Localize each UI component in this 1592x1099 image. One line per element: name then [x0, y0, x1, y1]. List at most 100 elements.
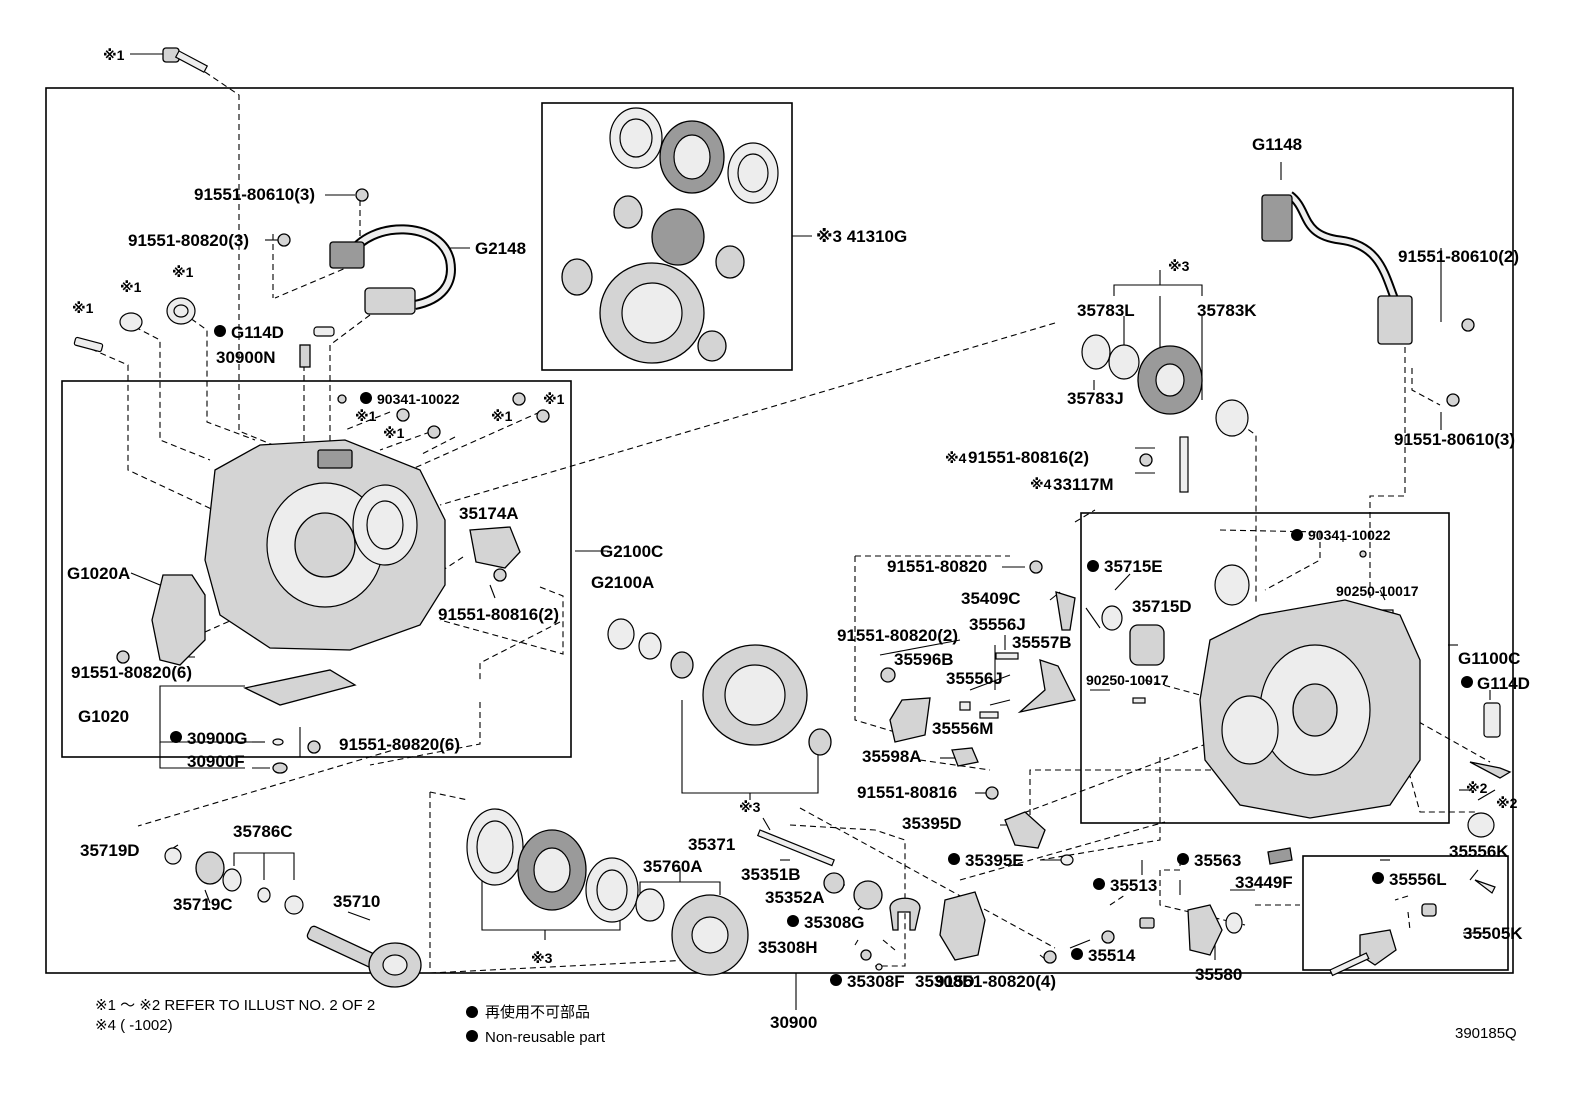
bolt-ref2-a [1469, 761, 1512, 779]
bearing-35783K [1215, 399, 1249, 437]
label-35556K: 35556K [1449, 842, 1509, 861]
label-30900G: 30900G [187, 729, 248, 748]
label-ref3-bottom: ※3 [531, 950, 553, 966]
label-kit-41310G: ※3 41310G [816, 227, 907, 246]
label-91551-80820-6-b: 91551-80820(6) [339, 735, 460, 754]
bullet-90341-right [1291, 529, 1303, 541]
pump-35580 [1187, 904, 1223, 956]
footer-notes: ※1 ～ ※2 REFER TO ILLUST NO. 2 OF 2 ※4 ( … [95, 997, 1517, 1046]
label-35786C: 35786C [233, 822, 293, 841]
label-ref1-top: ※1 [103, 47, 125, 63]
label-30900F: 30900F [187, 752, 245, 771]
bullet-35308F [830, 974, 842, 986]
gear-35715D [1129, 624, 1165, 666]
label-35580: 35580 [1195, 965, 1242, 984]
bullet-30900G [170, 731, 182, 743]
label-35557B: 35557B [1012, 633, 1072, 652]
bolt-ref1-a [73, 336, 104, 353]
bullet-35556L [1372, 872, 1384, 884]
washer-35786C-a [222, 868, 242, 892]
bracket-G1020 [243, 669, 357, 706]
ring-G2100A [607, 618, 635, 650]
label-91551-80610-3-right: 91551-80610(3) [1394, 430, 1515, 449]
plug-35514 [1101, 930, 1115, 944]
bullet-35514 [1071, 948, 1083, 960]
label-ref1-b: ※1 [120, 279, 142, 295]
label-33449F: 33449F [1235, 873, 1293, 892]
ring-35715E [1101, 605, 1123, 631]
label-91551-80820-mid: 91551-80820 [887, 557, 987, 576]
label-90250-10017-b: 90250-10017 [1086, 672, 1169, 688]
washer-35786C-c [284, 895, 304, 915]
gear-35351B [823, 872, 845, 894]
transaxle-housing-left [204, 439, 446, 651]
clip-35308G [889, 897, 921, 931]
bullet-35563 [1177, 853, 1189, 865]
label-35783L: 35783L [1077, 301, 1135, 320]
spring-35556J-b [959, 701, 971, 711]
label-assembly-30900: 30900 [770, 1013, 817, 1032]
label-90341-10022-right: 90341-10022 [1308, 527, 1391, 543]
label-35715E: 35715E [1104, 557, 1163, 576]
pin-35556J-a [995, 652, 1019, 660]
parts [73, 47, 1512, 988]
bearing-35719C [195, 851, 225, 885]
bracket-35596B [889, 697, 931, 743]
label-G2100A: G2100A [591, 573, 654, 592]
label-35598A: 35598A [862, 747, 922, 766]
label-35760A: 35760A [643, 857, 703, 876]
label-91551-80820-4: 91551-80820(4) [935, 972, 1056, 991]
label-30900N: 30900N [216, 348, 276, 367]
note-refer-illust: ※1 ～ ※2 REFER TO ILLUST NO. 2 OF 2 [95, 997, 375, 1014]
label-35308D: 35308D [915, 972, 975, 991]
seal-ref2-b [1467, 812, 1495, 838]
label-35556M: 35556M [932, 719, 993, 738]
pin-35556M [979, 711, 999, 719]
label-35395E: 35395E [965, 851, 1024, 870]
seal-35715E-right [1214, 564, 1250, 606]
label-ref2-b: ※2 [1496, 795, 1518, 811]
label-G2148: G2148 [475, 239, 526, 258]
label-90250-10017-a: 90250-10017 [1336, 583, 1419, 599]
bearing-diff-b [808, 728, 832, 756]
label-ref2-a: ※2 [1466, 780, 1488, 796]
label-91551-80610-3-top: 91551-80610(3) [194, 185, 315, 204]
bullet-G114D-right [1461, 676, 1473, 688]
bolt-91551-80610-2 [1461, 318, 1475, 332]
label-35556J-a: 35556J [969, 615, 1026, 634]
label-ref1-f: ※1 [491, 408, 513, 424]
bracket-G1020A [151, 574, 206, 666]
bolt-91551-80820-2-mid [880, 667, 896, 683]
transaxle-housing-right [1199, 599, 1421, 819]
label-ref1-a: ※1 [72, 300, 94, 316]
ring-35395E [1060, 854, 1074, 866]
shaft-35710 [306, 925, 422, 988]
label-91551-80816-2-mid: 91551-80816(2) [438, 605, 559, 624]
label-35514: 35514 [1088, 946, 1136, 965]
label-G1020A: G1020A [67, 564, 130, 583]
bolt-91551-80820-6-b [307, 740, 321, 754]
plug-G114D-left [313, 326, 335, 337]
plate-35308D [939, 891, 986, 961]
label-35308H: 35308H [758, 938, 818, 957]
cover-35174A [469, 526, 521, 569]
clip-35598A [951, 747, 979, 767]
frames [45, 87, 1514, 974]
legend-bullet-en [466, 1030, 478, 1042]
ring-35719D [164, 847, 182, 865]
label-35783J: 35783J [1067, 389, 1124, 408]
leader-lines [81, 71, 1491, 974]
label-35513: 35513 [1110, 876, 1157, 895]
pin-30900G [272, 738, 284, 746]
label-G1020: G1020 [78, 707, 129, 726]
harness-G1148 [1261, 191, 1413, 345]
label-G114D-right: G114D [1477, 674, 1530, 693]
sensor-35505K-box [1302, 855, 1509, 971]
lever-35557B [1017, 659, 1076, 714]
ring-35783J [1081, 334, 1111, 370]
label-ref1-d: ※1 [543, 391, 565, 407]
sensor-35556L [1421, 903, 1437, 917]
bullet-35308G [787, 915, 799, 927]
label-G2100C: G2100C [600, 542, 663, 561]
label-35308G: 35308G [804, 913, 865, 932]
